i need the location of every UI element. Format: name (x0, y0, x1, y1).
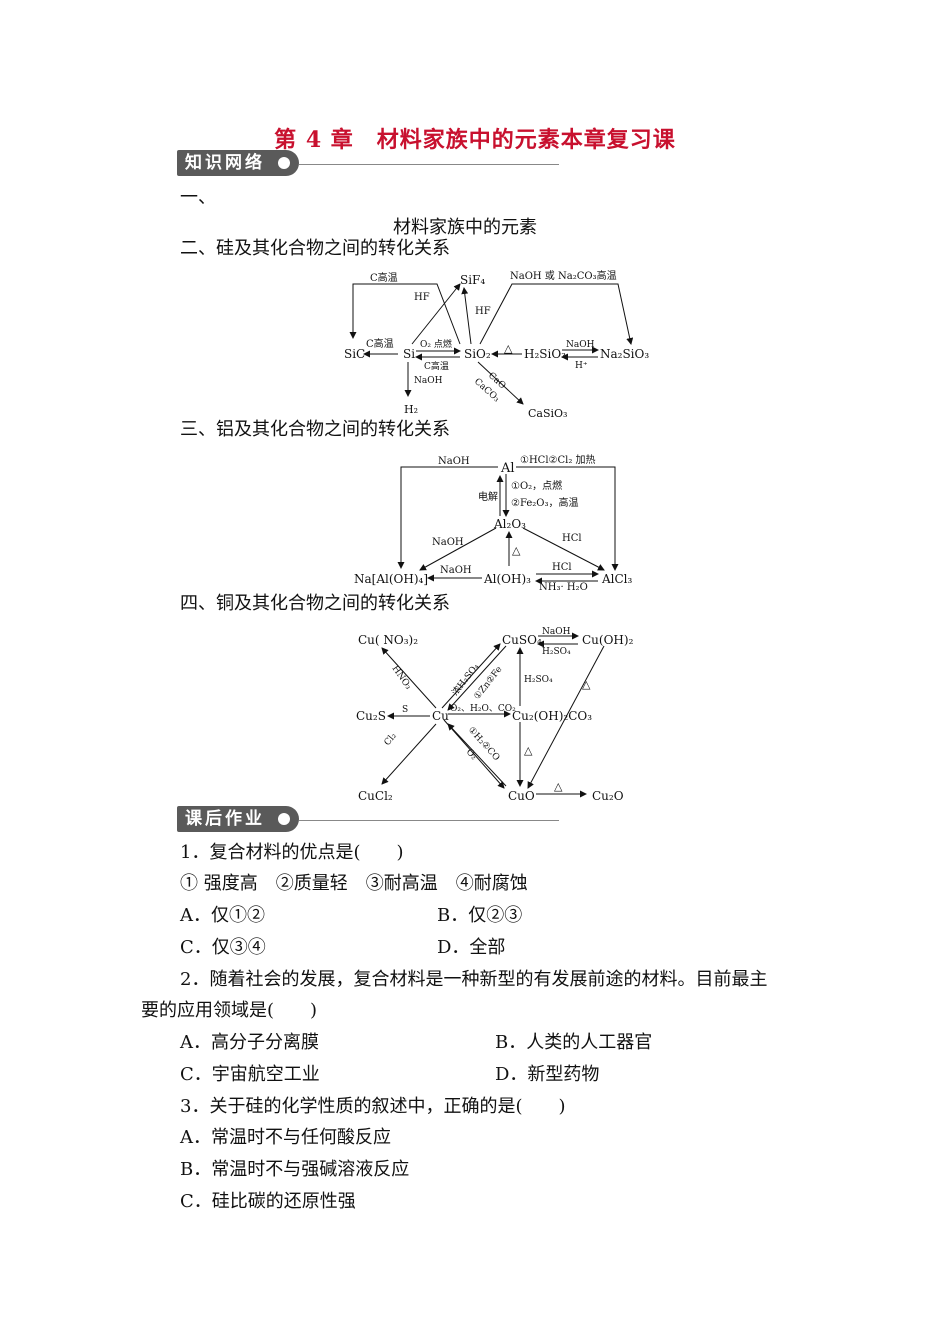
label-naoh-right: NaOH (566, 340, 595, 350)
node-na2sio3: Na₂SiO₃ (600, 347, 649, 361)
aluminium-diagram-svg: NaOH Al ①HCl②Cl₂ 加热 ①O₂，点燃 ②Fe₂O₃，高温 电解 … (354, 453, 633, 593)
q1-option-a: A．仅①② (180, 905, 265, 926)
item-4-heading: 四、铜及其化合物之间的转化关系 (180, 593, 450, 614)
section-divider (299, 164, 559, 165)
q1-stem: 1．复合材料的优点是( ) (180, 842, 404, 863)
label-hcl-cl2: ①HCl②Cl₂ 加热 (520, 453, 596, 466)
node-cuo: CuO (508, 789, 535, 803)
q1-items: ① 强度高 ②质量轻 ③耐高温 ④耐腐蚀 (180, 873, 528, 894)
label-electrolysis: 电解 (478, 490, 498, 503)
node-cucl2: CuCl₂ (358, 789, 393, 803)
node-h2: H₂ (404, 403, 418, 416)
section-header-homework: 课后作业 (177, 806, 559, 832)
node-aloh3: Al(OH)₃ (483, 572, 531, 586)
label-o2: O₂ (464, 747, 479, 762)
aluminium-conversion-diagram: NaOH Al ①HCl②Cl₂ 加热 ①O₂，点燃 ②Fe₂O₃，高温 电解 … (348, 448, 648, 593)
item-2-heading: 二、硅及其化合物之间的转化关系 (180, 238, 450, 259)
q1-option-c: C．仅③④ (180, 937, 266, 958)
node-cu2oh2co3: Cu₂(OH)₂CO₃ (512, 709, 592, 723)
bullet-icon (278, 157, 290, 169)
silicon-conversion-diagram: C高温 HF HF SiF₄ NaOH 或 Na₂CO₃高温 C高温 SiC S… (330, 262, 660, 422)
label-naoh-left: NaOH (432, 537, 464, 548)
label-c-high-top: C高温 (370, 271, 398, 284)
label-hcl-right: HCl (562, 533, 582, 544)
q3-option-c: C．硅比碳的还原性强 (180, 1191, 356, 1212)
item-1-label: 一、 (180, 187, 216, 208)
q2-option-c: C．宇宙航空工业 (180, 1064, 320, 1085)
label-o2-ignite: ①O₂，点燃 (511, 479, 562, 492)
section-label: 课后作业 (177, 806, 299, 832)
label-hf-2: HF (475, 306, 491, 317)
q2-option-a: A．高分子分离膜 (180, 1032, 319, 1053)
label-hno3: HNO₃ (390, 664, 414, 692)
label-nh3h2o: NH₃· H₂O (539, 582, 588, 590)
label-naoh-na2co3: NaOH 或 Na₂CO₃高温 (510, 269, 617, 282)
node-sif4: SiF₄ (460, 273, 485, 287)
label-delta: △ (504, 342, 513, 355)
page-title: 第 4 章 材料家族中的元素本章复习课 (274, 127, 676, 153)
node-al2o3: Al₂O₃ (493, 517, 526, 531)
label-delta-bottom: △ (554, 780, 563, 793)
label-h-plus: H⁺ (575, 361, 588, 371)
q3-option-a: A．常温时不与任何酸反应 (180, 1127, 391, 1148)
q2-option-b: B．人类的人工器官 (495, 1032, 653, 1053)
silicon-diagram-svg: C高温 HF HF SiF₄ NaOH 或 Na₂CO₃高温 C高温 SiC S… (344, 269, 649, 420)
node-cuoh2: Cu(OH)₂ (582, 633, 634, 647)
node-cu: Cu (432, 709, 449, 723)
label-fe2o3-high: ②Fe₂O₃，高温 (511, 496, 579, 509)
label-delta-mid: △ (524, 744, 533, 757)
node-h2sio3: H₂SiO₃ (524, 347, 566, 361)
label-o2-ignite: O₂ 点燃 (420, 338, 452, 350)
bullet-icon (278, 813, 290, 825)
node-sio2: SiO₂ (464, 347, 491, 361)
q3-stem: 3．关于硅的化学性质的叙述中，正确的是( ) (180, 1096, 566, 1117)
label-naoh-top: NaOH (438, 456, 470, 467)
label-cl2: Cl₂ (383, 731, 400, 748)
node-alcl3: AlCl₃ (601, 572, 633, 586)
item-1-caption: 材料家族中的元素 (393, 217, 537, 238)
label-naoh-down: NaOH (414, 376, 443, 386)
label-delta: △ (512, 544, 521, 557)
label-c-high-left: C高温 (366, 337, 394, 350)
node-cu2s: Cu₂S (356, 709, 386, 723)
copper-conversion-diagram: Cu( NO₃)₂ CuSO₄ NaOH H₂SO₄ Cu(OH)₂ HNO₃ … (352, 622, 652, 808)
q1-option-d: D．全部 (437, 937, 506, 958)
label-hf-1: HF (414, 292, 430, 303)
node-sic: SiC (344, 347, 365, 361)
label-h2so4-top: H₂SO₄ (542, 647, 571, 657)
q2-option-d: D．新型药物 (495, 1064, 600, 1085)
q3-option-b: B．常温时不与强碱溶液反应 (180, 1159, 410, 1180)
node-al: Al (500, 461, 515, 476)
section-header-knowledge-network: 知识网络 (177, 150, 559, 176)
label-naoh: NaOH (542, 627, 571, 637)
q1-option-b: B．仅②③ (437, 905, 523, 926)
q2-stem-line2: 要的应用领域是( ) (141, 1000, 318, 1021)
label-o2-h2o-co2: O₂、H₂O、CO₂ (450, 704, 516, 714)
label-s: S (402, 705, 408, 715)
label-h2so4-mid: H₂SO₄ (524, 675, 553, 685)
node-casio3: CaSiO₃ (528, 407, 567, 420)
label-hcl-bottom: HCl (552, 562, 572, 573)
node-naaloh4: Na[Al(OH)₄] (354, 572, 428, 586)
node-cu2o: Cu₂O (592, 789, 624, 803)
item-3-heading: 三、铝及其化合物之间的转化关系 (180, 419, 450, 440)
label-delta-right: △ (582, 678, 591, 691)
label-c-high-mid: C高温 (424, 360, 449, 372)
q2-stem-line1: 2．随着社会的发展，复合材料是一种新型的有发展前途的材料。目前最主 (180, 969, 768, 990)
label-naoh-bottom: NaOH (440, 565, 472, 576)
copper-diagram-svg: Cu( NO₃)₂ CuSO₄ NaOH H₂SO₄ Cu(OH)₂ HNO₃ … (356, 627, 634, 803)
node-cuno32: Cu( NO₃)₂ (358, 633, 418, 647)
section-divider (299, 820, 559, 821)
node-cuso4: CuSO₄ (502, 633, 542, 647)
node-si: Si (403, 347, 415, 361)
